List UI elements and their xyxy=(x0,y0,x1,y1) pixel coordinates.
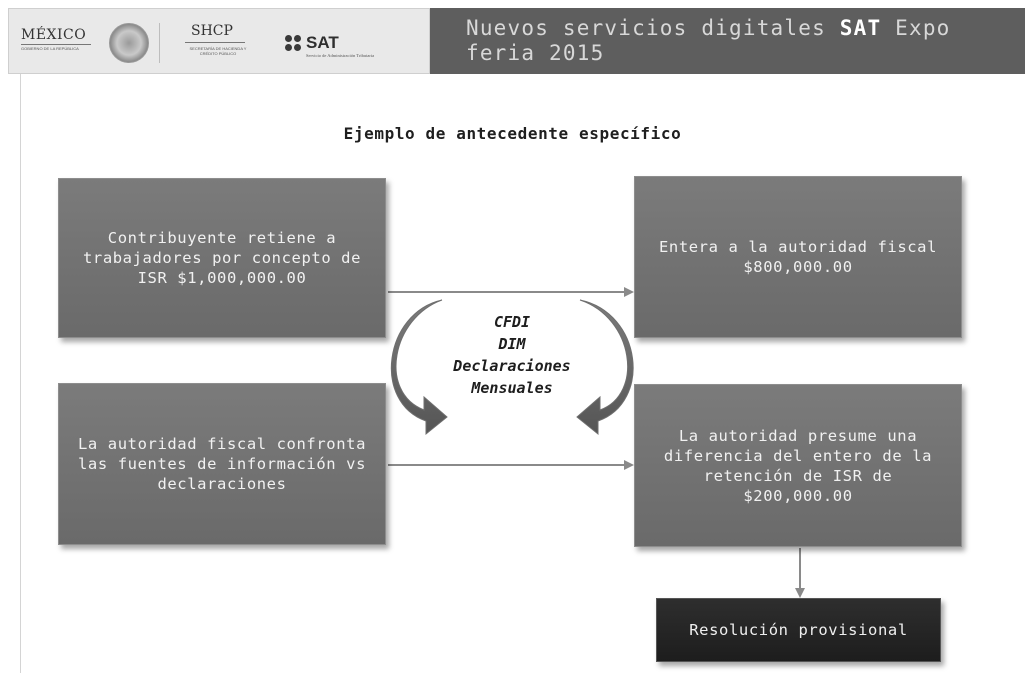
cycle-arrow-left xyxy=(390,299,448,436)
title-sat: SAT xyxy=(839,16,882,40)
cycle-line-declaraciones: Declaraciones xyxy=(453,357,571,375)
header: MÉXICO GOBIERNO DE LA REPÚBLICA SHCP SEC… xyxy=(0,0,1025,74)
cycle-line-dim: DIM xyxy=(498,335,526,353)
mexico-logo-subtext: GOBIERNO DE LA REPÚBLICA xyxy=(21,46,79,51)
sat-logo-text: SAT xyxy=(306,33,339,52)
cycle-line-mensuales: Mensuales xyxy=(471,379,553,397)
sat-logo-subtext: Servicio de Administración Tributaria xyxy=(306,53,375,58)
box-entera: Entera a la autoridad fiscal $800,000.00 xyxy=(634,176,962,338)
mexico-logo-rule xyxy=(21,44,91,45)
page-title: Nuevos servicios digitales SAT Expo feri… xyxy=(466,16,1006,66)
box-resolucion: Resolución provisional xyxy=(656,598,941,662)
left-rule xyxy=(20,74,21,673)
title-main: Nuevos servicios digitales xyxy=(466,16,840,40)
cycle-arrow-right xyxy=(576,299,634,436)
shcp-logo-text: SHCP xyxy=(191,23,233,39)
shcp-logo-subtext: SECRETARÍA DE HACIENDA Y CRÉDITO PÚBLICO xyxy=(189,46,247,56)
shcp-logo-rule xyxy=(185,42,245,43)
cycle-label: CFDI DIM Declaraciones Mensuales xyxy=(428,311,596,399)
mexico-logo-text: MÉXICO xyxy=(21,27,87,43)
sat-dots-icon xyxy=(285,35,303,53)
cycle-line-cfdi: CFDI xyxy=(493,313,531,331)
box-presume: La autoridad presume una diferencia del … xyxy=(634,384,962,547)
title-band: Nuevos servicios digitales SAT Expo feri… xyxy=(430,8,1025,74)
national-seal-icon xyxy=(109,23,149,63)
government-logos: MÉXICO GOBIERNO DE LA REPÚBLICA SHCP SEC… xyxy=(8,8,430,74)
diagram-subtitle: Ejemplo de antecedente específico xyxy=(343,124,682,143)
logo-divider xyxy=(159,23,160,63)
box-confronta: La autoridad fiscal confronta las fuente… xyxy=(58,383,386,545)
title-tail: Expo feria 2015 xyxy=(466,16,951,65)
box-retiene: Contribuyente retiene a trabajadores por… xyxy=(58,178,386,338)
